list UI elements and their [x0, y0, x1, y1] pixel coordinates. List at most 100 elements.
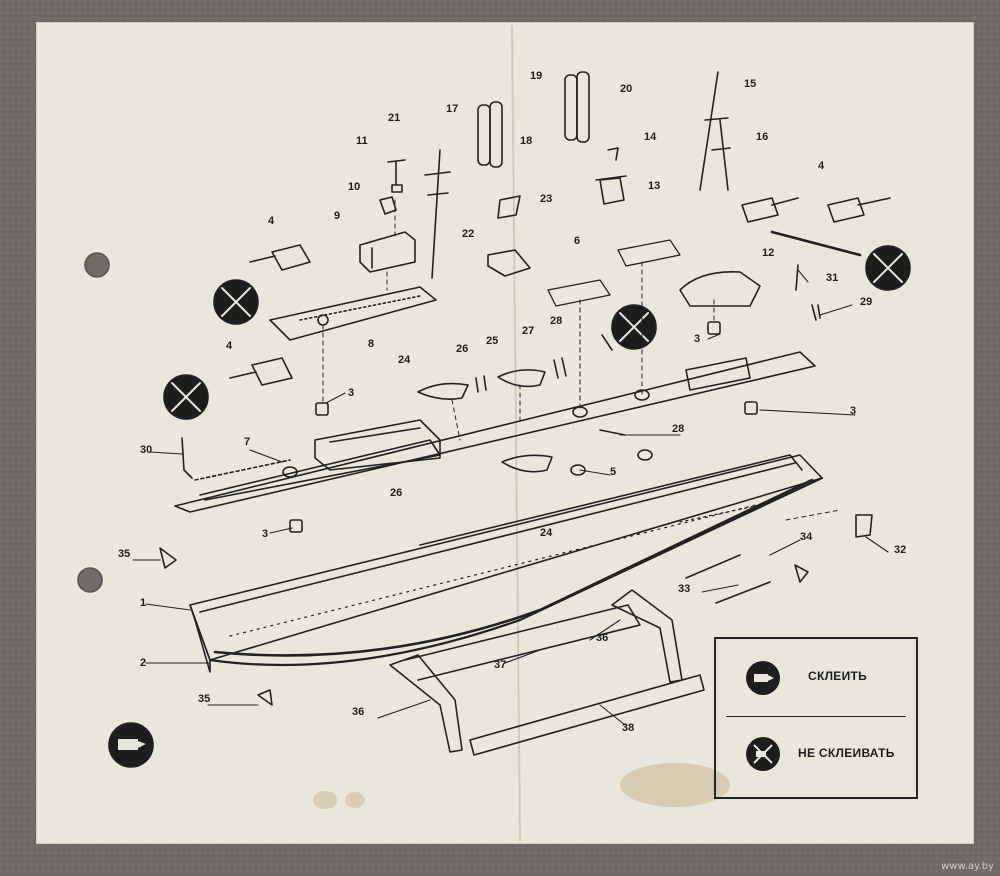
callout-22: 22	[462, 228, 475, 240]
callout-25: 25	[486, 335, 499, 347]
callout-3: 3	[262, 528, 269, 540]
part-14	[607, 147, 619, 161]
part-11	[387, 159, 406, 193]
callout-19: 19	[530, 70, 543, 82]
callout-28: 28	[550, 315, 563, 327]
funnels-17-18	[477, 101, 503, 168]
portholes	[229, 503, 761, 637]
part-22	[487, 249, 531, 277]
callout-4: 4	[226, 340, 233, 352]
callout-15: 15	[744, 78, 757, 90]
callout-23: 23	[540, 193, 553, 205]
direction-arrow	[770, 230, 862, 257]
callout-31: 31	[826, 272, 839, 284]
callout-9: 9	[334, 210, 341, 222]
callout-7: 7	[244, 436, 251, 448]
glue-symbol	[108, 722, 154, 768]
dashed-assembly-lines	[322, 199, 841, 521]
callout-14: 14	[644, 131, 657, 143]
lifeboat-25	[497, 369, 546, 388]
stain	[345, 792, 365, 808]
no-glue-symbol	[611, 304, 657, 350]
legend-divider	[726, 716, 906, 717]
leader-lines	[132, 269, 889, 726]
callout-12: 12	[762, 247, 775, 259]
callout-24: 24	[398, 354, 411, 366]
callout-38: 38	[622, 722, 635, 734]
part-31	[795, 264, 799, 291]
callout-1: 1	[140, 597, 147, 609]
no-glue-label: НЕ СКЛЕИВАТЬ	[798, 746, 895, 760]
lifeboat-24	[417, 382, 469, 400]
no-glue-crossed-icon	[746, 737, 780, 771]
part-3	[289, 321, 758, 533]
part-29	[811, 304, 821, 321]
callout-32: 32	[894, 544, 907, 556]
gun-turret-4	[827, 197, 891, 223]
part-13	[595, 175, 627, 205]
callout-16: 16	[756, 131, 769, 143]
part-12	[679, 271, 761, 307]
punch-hole	[77, 567, 103, 593]
mast-15	[699, 71, 729, 191]
part-5	[282, 389, 653, 478]
callout-2: 2	[140, 657, 147, 669]
propeller-34	[794, 564, 809, 583]
watermark: www.ay.by	[941, 861, 994, 872]
paper-fold	[511, 25, 521, 841]
shaft-33	[685, 554, 771, 604]
rudder-32	[855, 514, 873, 538]
part-23	[497, 195, 521, 219]
callout-26: 26	[456, 343, 469, 355]
funnels-19-20	[564, 71, 590, 143]
gun-turret-4	[249, 244, 311, 271]
glue-label: СКЛЕИТЬ	[808, 669, 868, 683]
deck-part	[174, 351, 816, 513]
no-glue-symbol	[213, 279, 259, 325]
callout-35: 35	[118, 548, 131, 560]
stain	[620, 763, 730, 807]
glue-tube-icon	[746, 661, 780, 695]
part-28	[599, 334, 626, 436]
bridge-deck-part-8	[269, 286, 437, 341]
callout-3: 3	[348, 387, 355, 399]
callout-6: 6	[574, 235, 581, 247]
callout-27: 27	[522, 325, 535, 337]
callout-34: 34	[800, 531, 813, 543]
superstructure-part	[314, 419, 441, 471]
callout-33: 33	[678, 583, 691, 595]
part-10	[379, 196, 397, 215]
part-12-turret	[685, 357, 751, 391]
part-30	[181, 437, 193, 479]
callout-5: 5	[610, 466, 617, 478]
display-stand	[389, 589, 705, 756]
callout-3: 3	[694, 333, 701, 345]
no-glue-symbol	[163, 374, 209, 420]
gun-turret-4	[741, 197, 799, 223]
no-glue-symbol	[865, 245, 911, 291]
callout-17: 17	[446, 103, 459, 115]
instruction-sheet	[36, 22, 974, 844]
mast-16	[711, 119, 731, 191]
callout-3: 3	[850, 405, 857, 417]
callout-36: 36	[596, 632, 609, 644]
punch-hole	[84, 252, 110, 278]
bridge-part-9	[359, 231, 416, 273]
stain	[313, 791, 337, 809]
callout-28: 28	[672, 423, 685, 435]
callout-26: 26	[390, 487, 403, 499]
legend: СКЛЕИТЬ НЕ СКЛЕИВАТЬ	[714, 637, 918, 799]
callout-8: 8	[368, 338, 375, 350]
callout-18: 18	[520, 135, 533, 147]
callout-35: 35	[198, 693, 211, 705]
propeller-35	[257, 689, 273, 706]
propeller-35	[159, 547, 177, 569]
callout-36: 36	[352, 706, 365, 718]
callout-11: 11	[356, 135, 368, 147]
callout-13: 13	[648, 180, 661, 192]
gun-turret-4	[229, 357, 293, 386]
callout-4: 4	[268, 215, 275, 227]
lifeboat-24b	[501, 454, 553, 473]
callout-29: 29	[860, 296, 873, 308]
